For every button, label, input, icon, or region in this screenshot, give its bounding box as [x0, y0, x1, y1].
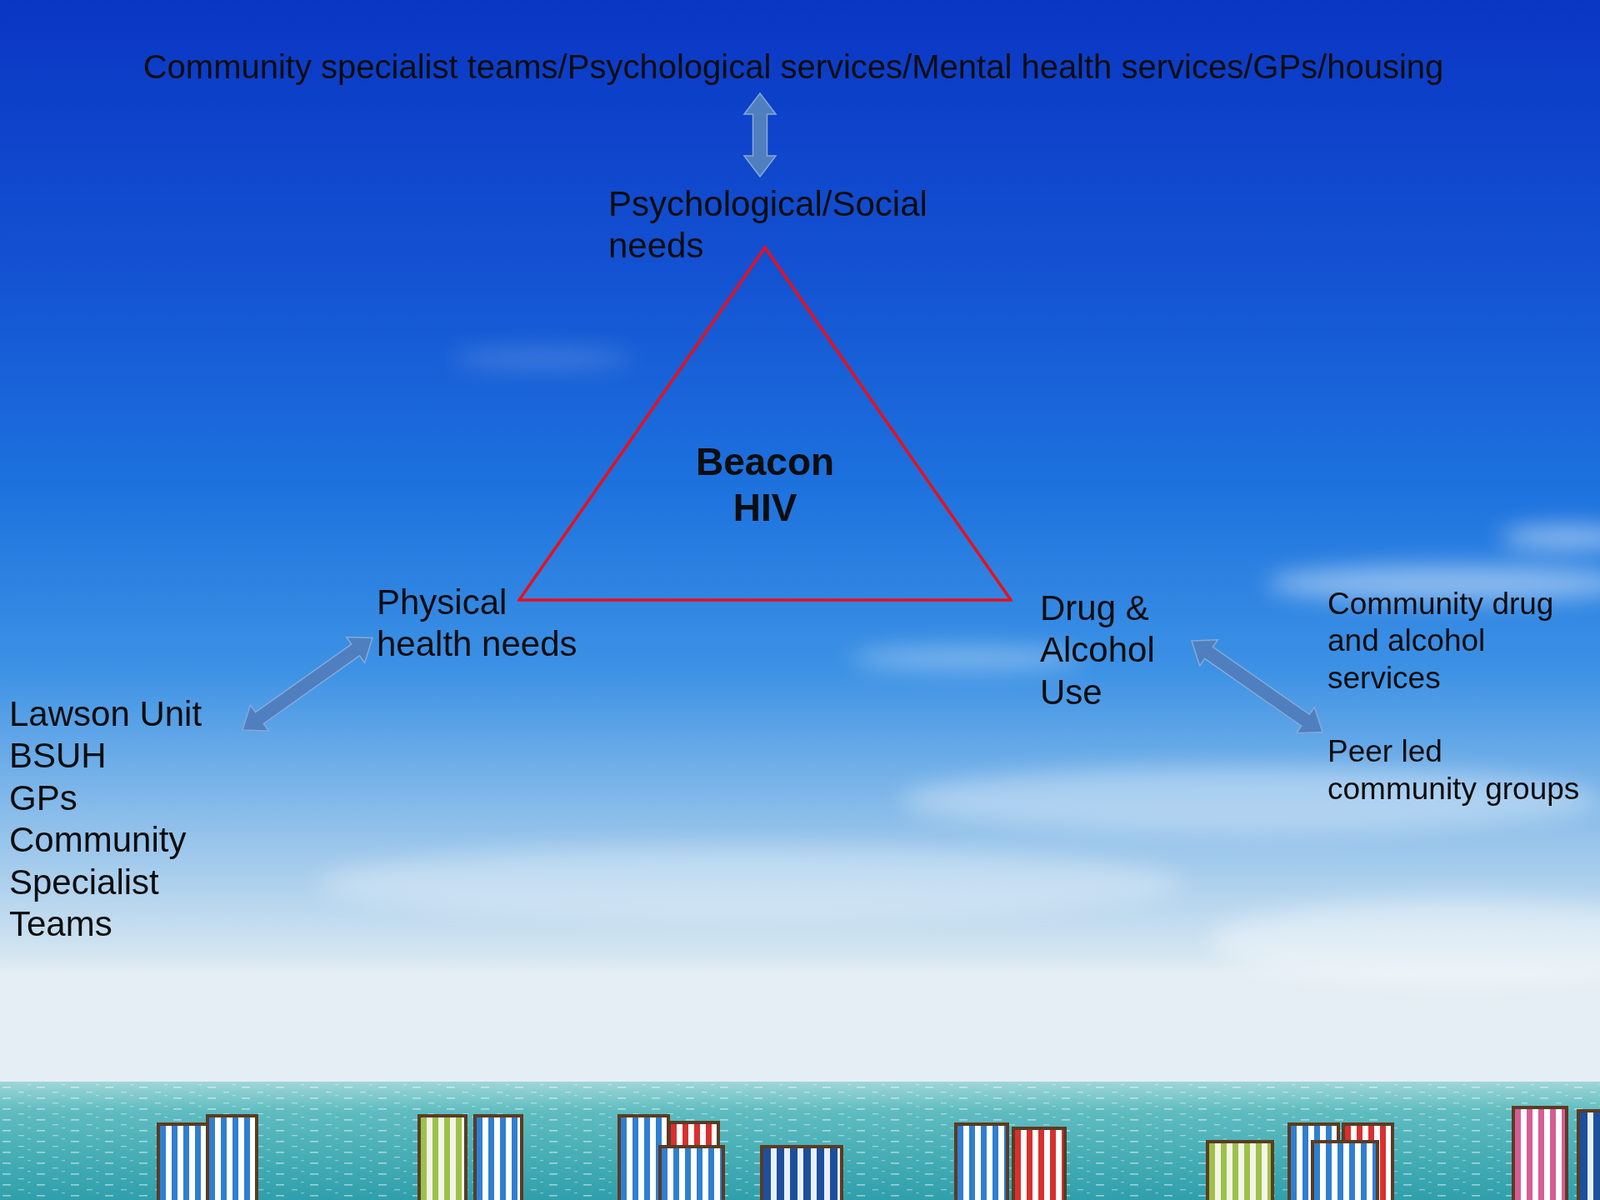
double-arrow	[744, 93, 776, 177]
triangle-line	[519, 247, 1011, 600]
service-list: Community drug and alcohol servicesPeer …	[1327, 585, 1590, 808]
deckchair	[1011, 1126, 1067, 1200]
service-text: Community Specialist Teams	[9, 819, 226, 945]
need-label: Psychological/Social needs	[608, 183, 959, 268]
double-arrow	[242, 636, 373, 731]
service-list: Lawson UnitBSUHGPsCommunity Specialist T…	[9, 693, 226, 945]
need-text: Drug & Alcohol Use	[1040, 587, 1182, 714]
deckchair	[205, 1114, 259, 1200]
service-text: Community specialist teams/Psychological…	[143, 46, 1445, 87]
service-text: GPs	[9, 777, 226, 820]
deckchairs	[156, 1105, 1600, 1200]
deckchair	[473, 1114, 524, 1200]
deckchair	[658, 1145, 725, 1200]
need-text: Physical health needs	[376, 581, 610, 666]
deckchair	[417, 1114, 468, 1200]
deckchair	[1205, 1140, 1275, 1200]
double-arrow	[1191, 640, 1323, 734]
need-text: Psychological/Social needs	[608, 183, 959, 268]
deckchair	[954, 1122, 1010, 1200]
service-heading: Community specialist teams/Psychological…	[143, 46, 1445, 87]
triangle-outline	[517, 245, 1013, 602]
need-label: Physical health needs	[376, 581, 610, 666]
clouds	[316, 348, 1600, 984]
deckchair	[1576, 1109, 1600, 1200]
service-text: Peer led community groups	[1327, 733, 1590, 808]
deckchair	[1310, 1140, 1380, 1200]
need-label: Drug & Alcohol Use	[1040, 587, 1182, 714]
deckchair	[760, 1145, 844, 1200]
centre-title: Beacon HIV	[673, 439, 857, 531]
service-text: Community drug and alcohol services	[1327, 585, 1590, 697]
centre-triangle: Beacon HIV	[517, 245, 1013, 602]
deckchair	[1511, 1105, 1569, 1200]
deckchair	[156, 1122, 210, 1200]
service-text: Lawson Unit	[9, 693, 226, 735]
service-text: BSUH	[9, 735, 226, 777]
